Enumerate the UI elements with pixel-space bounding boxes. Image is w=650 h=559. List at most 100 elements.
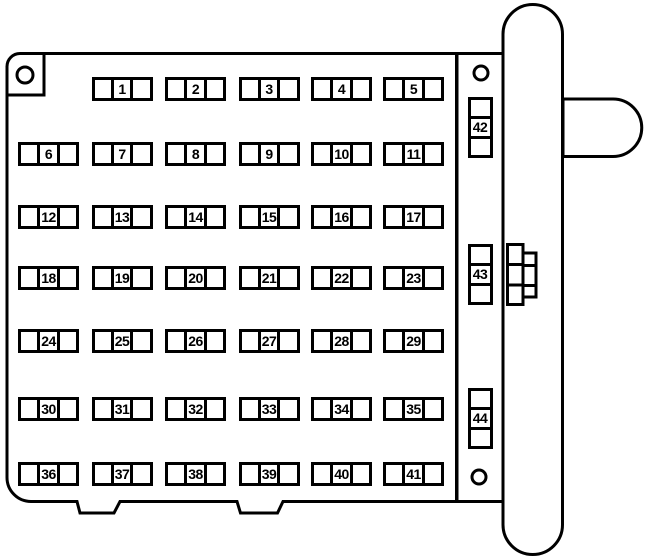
fuse-number: 36: [40, 464, 60, 483]
fuse-terminal: [168, 268, 188, 287]
fuse-terminal: [471, 139, 490, 155]
fuse-terminal: [314, 268, 334, 287]
fuse-number: 8: [187, 145, 207, 163]
fuse-number: 33: [261, 399, 281, 418]
fuse-terminal: [242, 268, 261, 287]
fuse-terminal: [168, 207, 188, 226]
fuse-terminal: [425, 400, 441, 418]
fuse-terminal: [280, 80, 296, 98]
fuse-number: 20: [187, 268, 207, 287]
fuse-number: 17: [405, 207, 425, 226]
fuse-terminal: [95, 464, 114, 483]
fuse-number: 39: [261, 464, 281, 483]
fuse-2: 2: [165, 76, 226, 101]
fuse-1: 1: [91, 76, 153, 101]
fuse-25: 25: [91, 329, 153, 353]
fuse-terminal: [242, 207, 261, 226]
fuse-34: 34: [311, 396, 372, 421]
fuse-7: 7: [91, 142, 153, 166]
fuse-terminal: [280, 145, 296, 163]
fuse-24: 24: [18, 329, 79, 353]
fuse-terminal: [314, 207, 334, 226]
fuse-16: 16: [311, 204, 372, 229]
fuse-13: 13: [91, 204, 153, 229]
fuse-number: 14: [187, 207, 207, 226]
fuse-number: 38: [187, 464, 207, 483]
fuse-terminal: [95, 332, 114, 350]
fuse-terminal: [386, 145, 406, 163]
fuse-terminal: [386, 79, 406, 98]
fuse-number: 44: [470, 410, 490, 430]
fuse-27: 27: [238, 329, 300, 353]
fuse-terminal: [425, 80, 441, 98]
fuse-number: 9: [261, 145, 281, 163]
fuse-terminal: [314, 399, 334, 418]
fuse-33: 33: [238, 396, 300, 421]
fuse-terminal: [314, 79, 334, 98]
fuse-terminal: [95, 207, 114, 226]
fuse-number: 28: [333, 332, 353, 350]
fuse-terminal: [353, 332, 369, 350]
fuse-terminal: [425, 332, 441, 350]
fuse-18: 18: [18, 265, 79, 290]
fuse-number: 31: [114, 399, 134, 418]
mounting-hole-icon: [472, 64, 490, 82]
fuse-number: 26: [187, 332, 207, 350]
fuse-terminal: [425, 208, 441, 226]
fuse-number: 37: [114, 464, 134, 483]
fuse-number: 25: [114, 332, 134, 350]
fuse-terminal: [386, 268, 406, 287]
fuse-terminal: [242, 332, 261, 350]
fuse-terminal: [21, 464, 41, 483]
fuse-terminal: [60, 465, 76, 483]
fuse-number: 19: [114, 268, 134, 287]
fuse-number: 16: [333, 207, 353, 226]
fuse-17: 17: [383, 204, 444, 229]
fuse-number: 13: [114, 207, 134, 226]
fuse-11: 11: [383, 142, 444, 166]
corner-box: [7, 53, 46, 97]
fuse-terminal: [133, 208, 149, 226]
fuse-terminal: [21, 145, 41, 163]
fuse-32: 32: [165, 396, 226, 421]
connector-pins: [506, 243, 538, 306]
fuse-number: 40: [333, 464, 353, 483]
fuse-terminal: [207, 208, 223, 226]
fuse-terminal: [133, 269, 149, 287]
fuse-44: 44: [467, 388, 493, 449]
fuse-terminal: [21, 268, 41, 287]
fuse-terminal: [280, 465, 296, 483]
fuse-terminal: [471, 430, 490, 446]
fuse-terminal: [60, 208, 76, 226]
fuse-number: 41: [405, 464, 425, 483]
fuse-35: 35: [383, 396, 444, 421]
fuse-36: 36: [18, 461, 79, 486]
mounting-hole-icon: [470, 468, 488, 486]
fuse-3: 3: [238, 76, 300, 101]
fuse-terminal: [386, 332, 406, 350]
fuse-number: 43: [470, 266, 490, 286]
fuse-terminal: [353, 145, 369, 163]
fuse-terminal: [353, 465, 369, 483]
fuse-terminal: [60, 145, 76, 163]
fuse-42: 42: [467, 97, 493, 158]
fuse-terminal: [470, 247, 490, 267]
fuse-9: 9: [238, 142, 300, 166]
fuse-terminal: [168, 79, 188, 98]
fuse-number: 6: [40, 145, 60, 163]
fuse-4: 4: [311, 76, 372, 101]
fuse-terminal: [207, 400, 223, 418]
fuse-number: 4: [333, 79, 353, 98]
fuse-terminal: [471, 286, 490, 302]
fuse-terminal: [133, 400, 149, 418]
fuse-43: 43: [467, 244, 493, 305]
fuse-23: 23: [383, 265, 444, 290]
fuse-terminal: [386, 207, 406, 226]
fuse-15: 15: [238, 204, 300, 229]
fuse-22: 22: [311, 265, 372, 290]
fuse-10: 10: [311, 142, 372, 166]
fuse-12: 12: [18, 204, 79, 229]
fuse-terminal: [95, 268, 114, 287]
fuse-40: 40: [311, 461, 372, 486]
